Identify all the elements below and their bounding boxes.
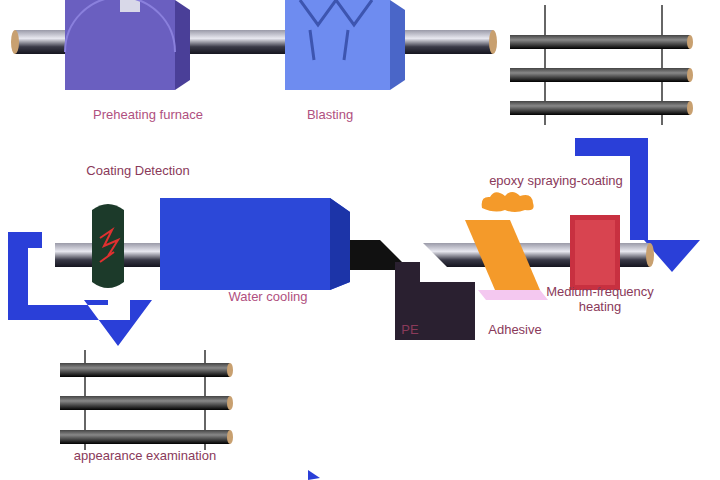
part-label: Preheating furnace [68, 107, 228, 122]
pipe [510, 68, 690, 82]
pipe-end [687, 101, 693, 115]
part-label: epoxy spraying-coating [461, 173, 651, 188]
pipe-end [687, 35, 693, 49]
pipe [510, 101, 690, 115]
pipe-end [227, 430, 233, 444]
pipe [510, 35, 690, 49]
pipe-end [227, 363, 233, 377]
pipe [60, 396, 230, 410]
pipe-end [227, 396, 233, 410]
part-label: Water cooling [198, 289, 338, 304]
pipe-end [687, 68, 693, 82]
part-label: Medium-frequency heating [545, 284, 655, 314]
pipe [60, 363, 230, 377]
part-label: Coating Detection [58, 163, 218, 178]
part-label: Adhesive [470, 322, 560, 337]
part-label: PE [390, 322, 430, 337]
pipe [60, 430, 230, 444]
part-label: Blasting [270, 107, 390, 122]
part-label: appearance examination [70, 448, 220, 463]
